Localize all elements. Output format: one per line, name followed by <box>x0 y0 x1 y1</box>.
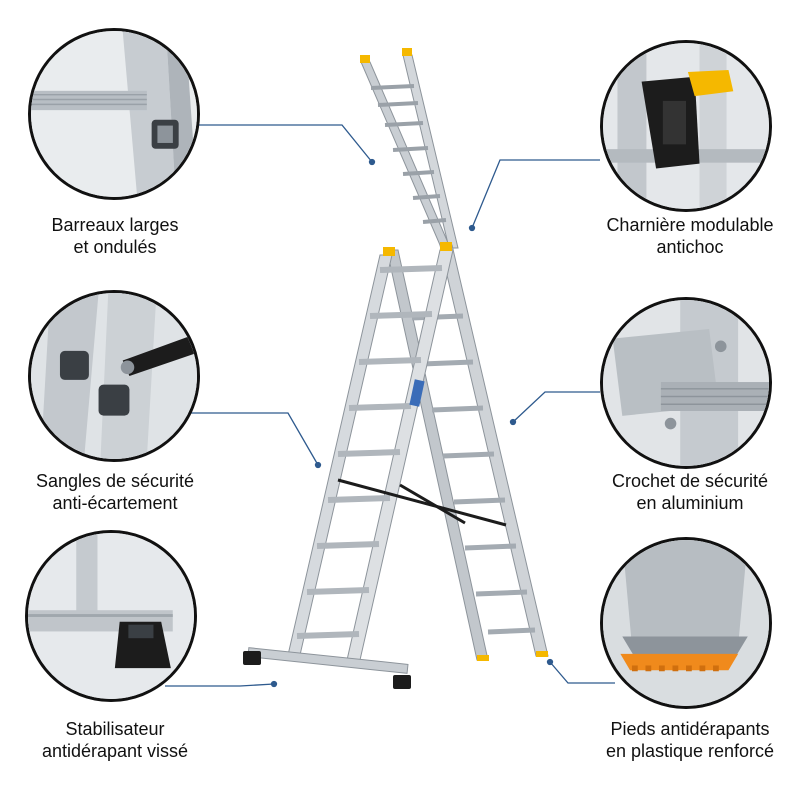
detail-circle-straps <box>28 290 200 462</box>
ladder-back-section <box>386 244 549 661</box>
label-straps-line1: Sangles de sécurité <box>35 471 195 491</box>
detail-circle-stabilizer <box>25 530 197 702</box>
label-feet: Pieds antidérapants en plastique renforc… <box>570 718 800 762</box>
label-hook-line2: en aluminium <box>636 493 744 513</box>
hook-closeup-image <box>603 300 769 466</box>
label-rungs-line2: et ondulés <box>73 237 157 257</box>
rung-closeup-image <box>31 31 197 197</box>
ladder-front-section <box>287 242 454 661</box>
ladder-top-section <box>360 48 459 253</box>
label-hinge: Charnière modulable antichoc <box>575 214 800 258</box>
leader-rungs <box>180 124 373 163</box>
detail-circle-hook <box>600 297 772 469</box>
label-rungs: Barreaux larges et ondulés <box>0 214 230 258</box>
leader-feet <box>549 661 615 684</box>
leader-hook <box>512 391 600 423</box>
label-stabilizer-line2: antidérapant vissé <box>41 741 189 761</box>
label-stabilizer: Stabilisateur antidérapant vissé <box>0 718 230 762</box>
hinge-closeup-image <box>603 43 769 209</box>
leader-hinge <box>471 159 600 229</box>
safety-straps <box>337 478 507 527</box>
label-feet-line2: en plastique renforcé <box>605 741 775 761</box>
label-hook: Crochet de sécurité en aluminium <box>575 470 800 514</box>
label-hinge-line1: Charnière modulable <box>606 215 774 235</box>
detail-circle-feet <box>600 537 772 709</box>
strap-closeup-image <box>31 293 197 459</box>
detail-circle-rungs <box>28 28 200 200</box>
label-straps-line2: anti-écartement <box>52 493 178 513</box>
stabilizer-closeup-image <box>28 533 194 699</box>
leader-straps <box>170 412 319 466</box>
label-rungs-line1: Barreaux larges <box>51 215 179 235</box>
stabilizer-bar <box>243 647 411 689</box>
label-hinge-line2: antichoc <box>656 237 724 257</box>
label-straps: Sangles de sécurité anti-écartement <box>0 470 230 514</box>
label-hook-line1: Crochet de sécurité <box>611 471 769 491</box>
feet-closeup-image <box>603 540 769 706</box>
label-feet-line1: Pieds antidérapants <box>610 719 770 739</box>
leader-lines <box>165 124 615 688</box>
label-stabilizer-line1: Stabilisateur <box>65 719 165 739</box>
detail-circle-hinge <box>600 40 772 212</box>
